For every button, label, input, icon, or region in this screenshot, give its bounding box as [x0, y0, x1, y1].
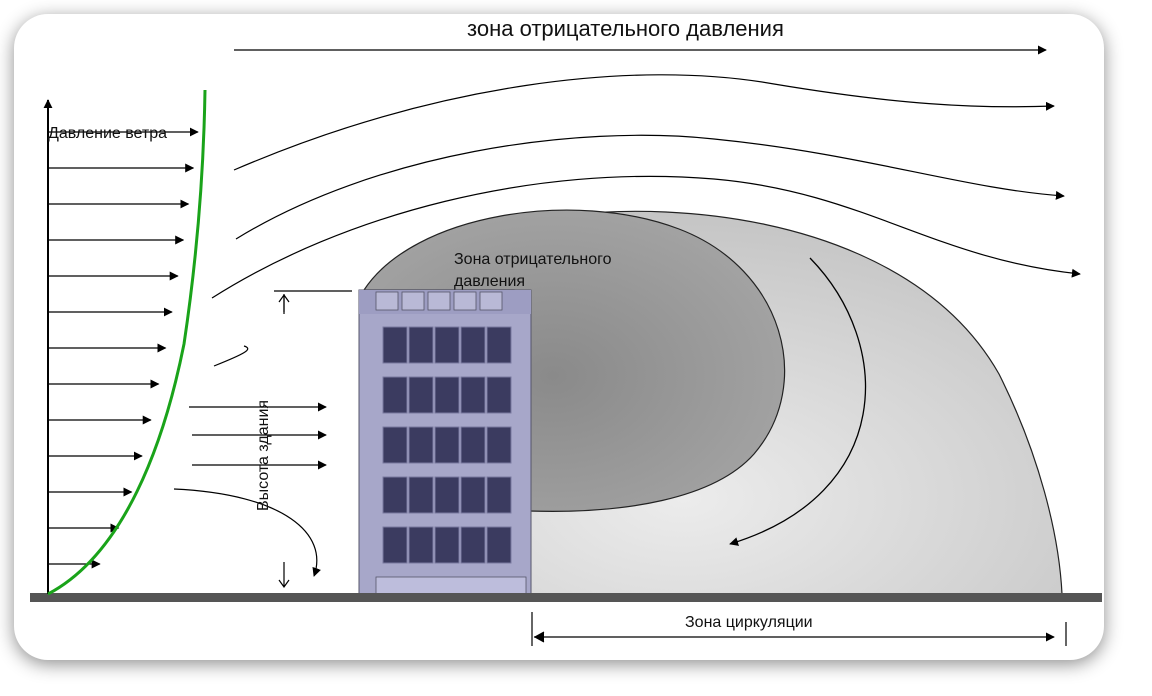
- building-window: [408, 326, 434, 364]
- streamline: [213, 345, 249, 367]
- recirculation-arrow: [729, 257, 867, 546]
- building-window: [382, 426, 408, 464]
- building-window: [434, 326, 460, 364]
- building-window: [382, 476, 408, 514]
- building-window: [382, 326, 408, 364]
- building-window: [486, 376, 512, 414]
- wind-profile: [43, 89, 207, 596]
- building-height-label: Высота здания: [255, 400, 272, 511]
- building-window: [460, 426, 486, 464]
- building-window: [408, 526, 434, 564]
- streamline: [235, 134, 1065, 240]
- diagram-card: зона отрицательного давления Давление ве…: [14, 14, 1104, 660]
- building-window: [460, 526, 486, 564]
- building-window: [408, 426, 434, 464]
- building-window: [460, 476, 486, 514]
- inner-zone-label-line2: давления: [454, 273, 525, 290]
- streamlines: [173, 74, 1081, 577]
- circulation-zone-label: Зона циркуляции: [685, 614, 813, 631]
- building-window: [408, 476, 434, 514]
- top-negative-pressure-label: зона отрицательного давления: [467, 16, 784, 41]
- streamline: [173, 488, 321, 577]
- approach-flow-arrows: [189, 402, 327, 470]
- profile-curve: [47, 89, 207, 596]
- building-window: [408, 376, 434, 414]
- building-window: [460, 376, 486, 414]
- circulation-zone-dimension: [531, 612, 1067, 646]
- building-window: [486, 476, 512, 514]
- streamline: [211, 175, 1081, 299]
- building-window: [382, 376, 408, 414]
- ground-line: [30, 593, 1102, 602]
- building-window: [434, 376, 460, 414]
- inner-negative-pressure-zone-shape: [362, 209, 786, 512]
- building-window: [382, 526, 408, 564]
- wind-flow-diagram: зона отрицательного давления Давление ве…: [30, 16, 1102, 646]
- building-window: [486, 426, 512, 464]
- building-window: [434, 426, 460, 464]
- building: [358, 289, 532, 595]
- building-height-dimension: [274, 290, 352, 589]
- building-window: [434, 476, 460, 514]
- building-window: [486, 526, 512, 564]
- wind-pressure-label: Давление ветра: [48, 125, 167, 142]
- building-window: [434, 526, 460, 564]
- building-window: [486, 326, 512, 364]
- streamline: [233, 74, 1055, 171]
- inner-zone-label-line1: Зона отрицательного: [454, 251, 612, 268]
- building-window: [460, 326, 486, 364]
